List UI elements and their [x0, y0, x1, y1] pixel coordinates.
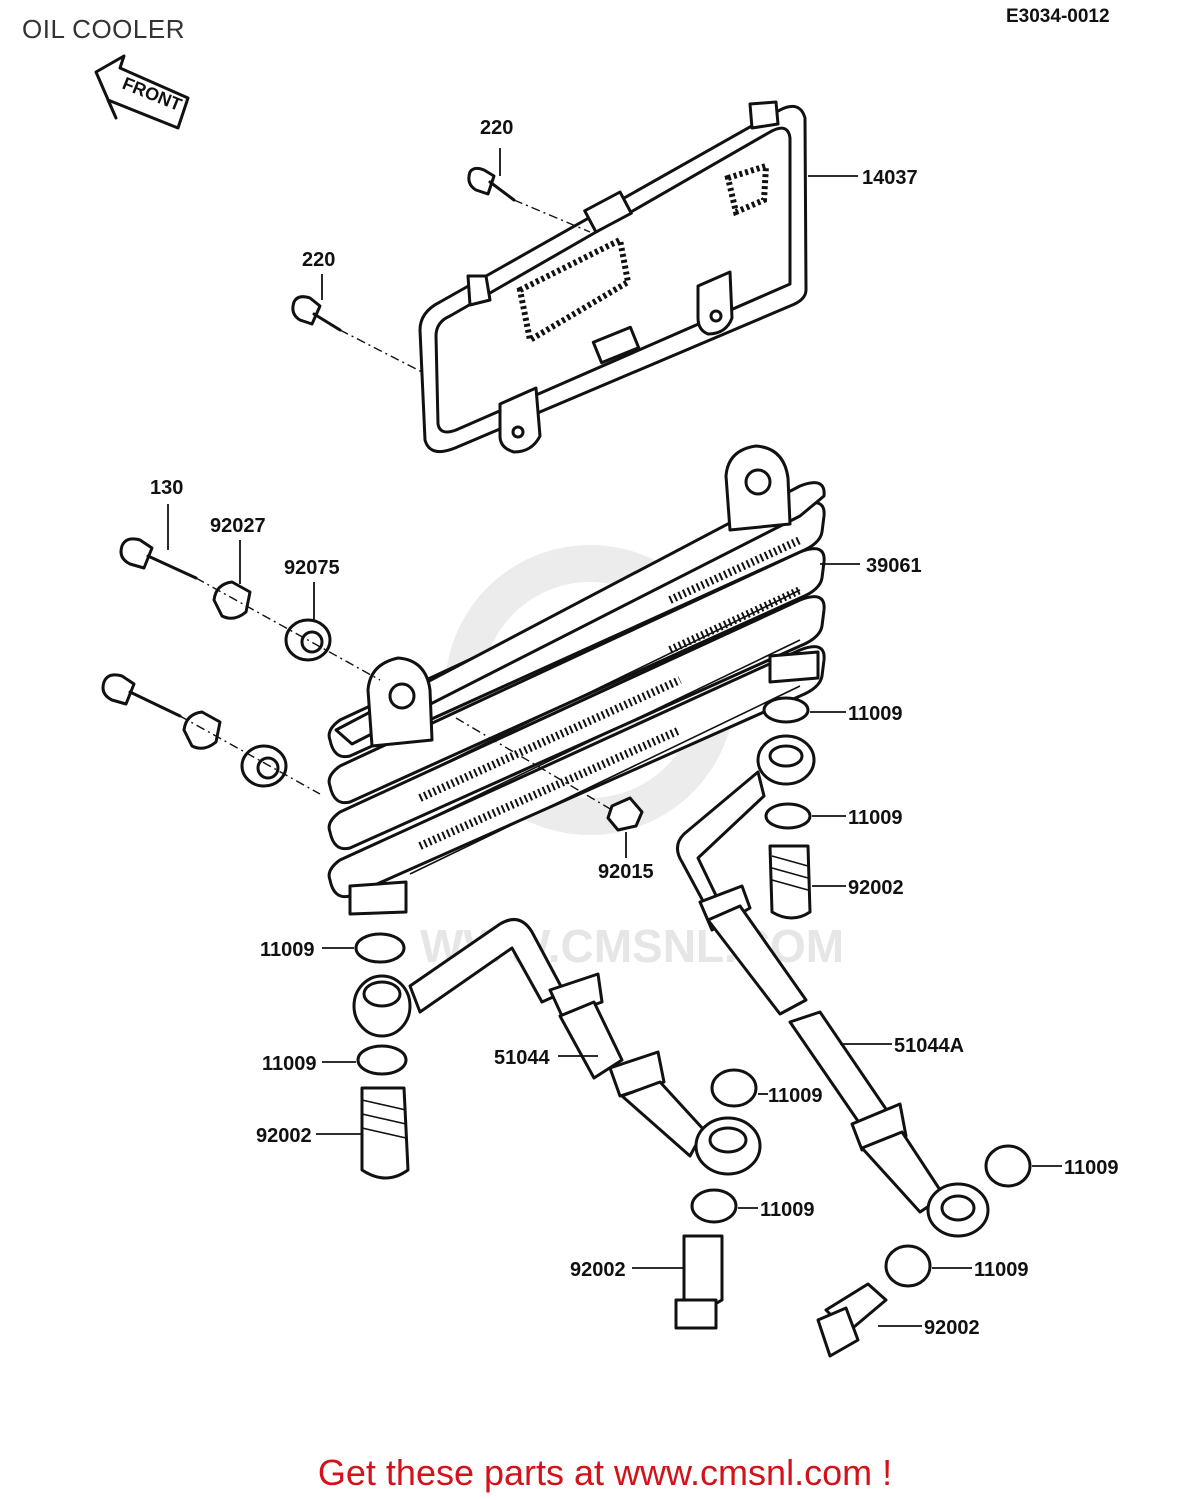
- part-label: 220: [480, 117, 513, 139]
- part-label: 92002: [570, 1259, 626, 1281]
- part-label: 11009: [262, 1053, 317, 1075]
- nut-92015: [455, 717, 644, 832]
- part-label: 11009: [974, 1259, 1029, 1281]
- front-direction-arrow: FRONT: [94, 54, 190, 130]
- part-labels: 220 220 14037 130 92027 92075 39061 1100…: [150, 117, 1119, 1339]
- footer-shop-link[interactable]: Get these parts at www.cmsnl.com !: [317, 1452, 893, 1493]
- part-label: 220: [302, 249, 335, 271]
- part-label: 11009: [260, 939, 315, 961]
- part-label: 51044: [494, 1047, 550, 1069]
- grommet-upper: [195, 577, 381, 681]
- screen-bolt-top: [467, 166, 591, 233]
- part-label: 92075: [284, 557, 340, 579]
- page-title: OIL COOLER: [22, 14, 185, 44]
- part-label: 11009: [1064, 1157, 1119, 1179]
- part-label: 11009: [760, 1199, 815, 1221]
- collar-upper: [212, 580, 252, 620]
- left-fitting-assembly: [352, 918, 762, 1330]
- mounting-bolt-lower: [101, 673, 321, 795]
- part-label: 11009: [768, 1085, 823, 1107]
- oil-cooler-core: [327, 444, 826, 916]
- part-label: 51044A: [894, 1035, 964, 1057]
- part-label: 39061: [866, 555, 922, 577]
- leader-lines: [167, 148, 1062, 1327]
- part-label: 92002: [848, 877, 904, 899]
- part-label: 92027: [210, 515, 266, 537]
- part-label: 92015: [598, 861, 654, 883]
- diagram-reference-code: E3034-0012: [1006, 6, 1110, 27]
- oil-cooler-screen: [418, 100, 808, 454]
- part-label: 130: [150, 477, 183, 499]
- part-label: 92002: [256, 1125, 312, 1147]
- part-label: 14037: [862, 167, 918, 189]
- mounting-bolt-upper: [119, 537, 198, 580]
- part-label: 92002: [924, 1317, 980, 1339]
- right-fitting-assembly: [676, 696, 1032, 1358]
- screen-bolt-middle: [291, 295, 423, 373]
- part-label: 11009: [848, 703, 903, 725]
- part-label: 11009: [848, 807, 903, 829]
